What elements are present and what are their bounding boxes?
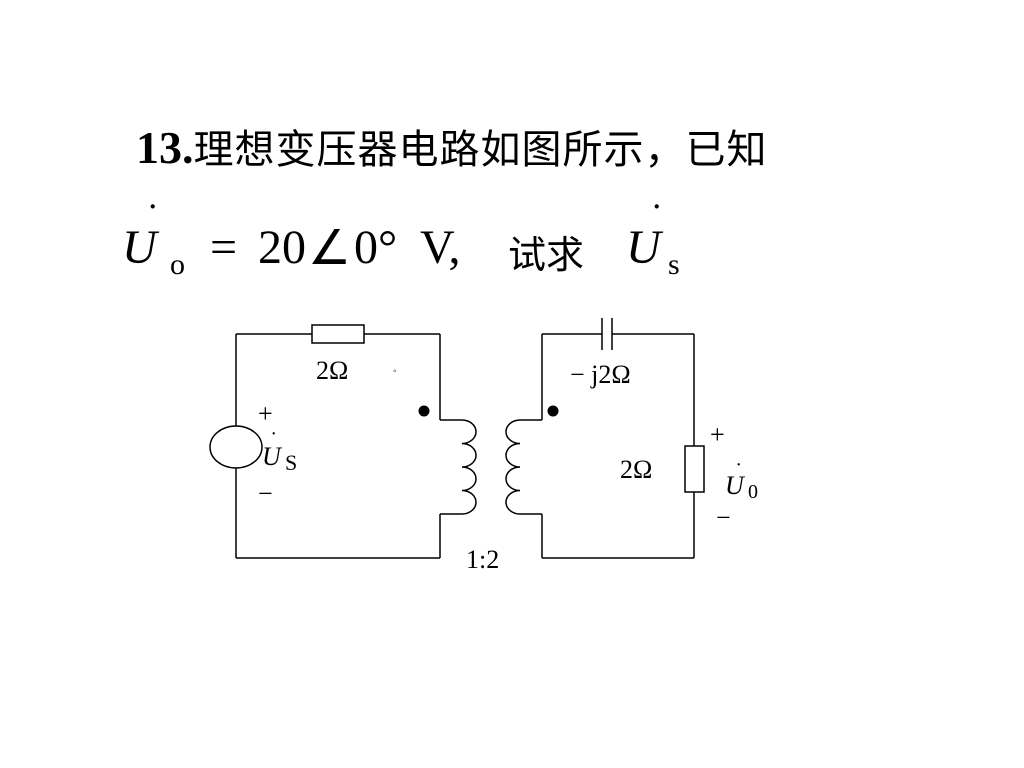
output-minus-label: −: [716, 503, 731, 532]
dot-accent: ˙: [146, 195, 160, 240]
turns-ratio-label: 1:2: [466, 545, 499, 574]
angle-value: 0°: [354, 221, 398, 274]
problem-statement: 13.理想变压器电路如图所示，已知: [136, 118, 768, 180]
capacitor-label: − j2Ω: [570, 360, 631, 389]
capacitor-icon: [601, 318, 613, 350]
resistor-load-icon: [684, 445, 705, 493]
us-subscript: s: [668, 248, 680, 281]
given-formula: ˙ U o = 20 ∠ 0° V, 试求 ˙ U s: [120, 198, 720, 288]
dot-accent-s: ˙: [650, 195, 664, 240]
ask-text: 试求: [508, 233, 585, 277]
secondary-dot-marker: [547, 405, 559, 417]
source-sub-label: S: [285, 450, 297, 475]
uo-subscript: o: [170, 248, 185, 281]
resistor-primary-label: 2Ω: [316, 356, 348, 385]
problem-text: 理想变压器电路如图所示，已知: [193, 127, 768, 173]
resistor-primary-icon: [311, 324, 365, 344]
secondary-wiring: [520, 333, 695, 559]
primary-wiring: [235, 333, 462, 559]
magnitude-value: 20: [258, 221, 306, 274]
problem-number: 13.: [136, 122, 194, 173]
angle-symbol: ∠: [308, 222, 352, 275]
output-var-label: U: [725, 471, 746, 500]
source-minus-label: −: [258, 479, 273, 508]
primary-coil-icon: [461, 419, 477, 515]
output-sub-label: 0: [748, 481, 758, 503]
voltage-source-icon: [209, 425, 263, 469]
secondary-coil-icon: [505, 419, 521, 515]
primary-dot-marker: [418, 405, 430, 417]
source-dot-accent: ˙: [270, 427, 277, 452]
unit-label: V,: [420, 221, 461, 274]
uo-symbol: U: [122, 221, 157, 274]
output-dot-accent: ˙: [735, 458, 742, 483]
resistor-load-label: 2Ω: [620, 455, 652, 484]
us-symbol: U: [626, 221, 661, 274]
source-var-label: U: [262, 442, 283, 471]
output-plus-label: +: [710, 420, 725, 449]
source-plus-label: +: [258, 399, 273, 428]
small-mark: ◦: [393, 366, 397, 377]
equals-sign: =: [210, 221, 238, 274]
